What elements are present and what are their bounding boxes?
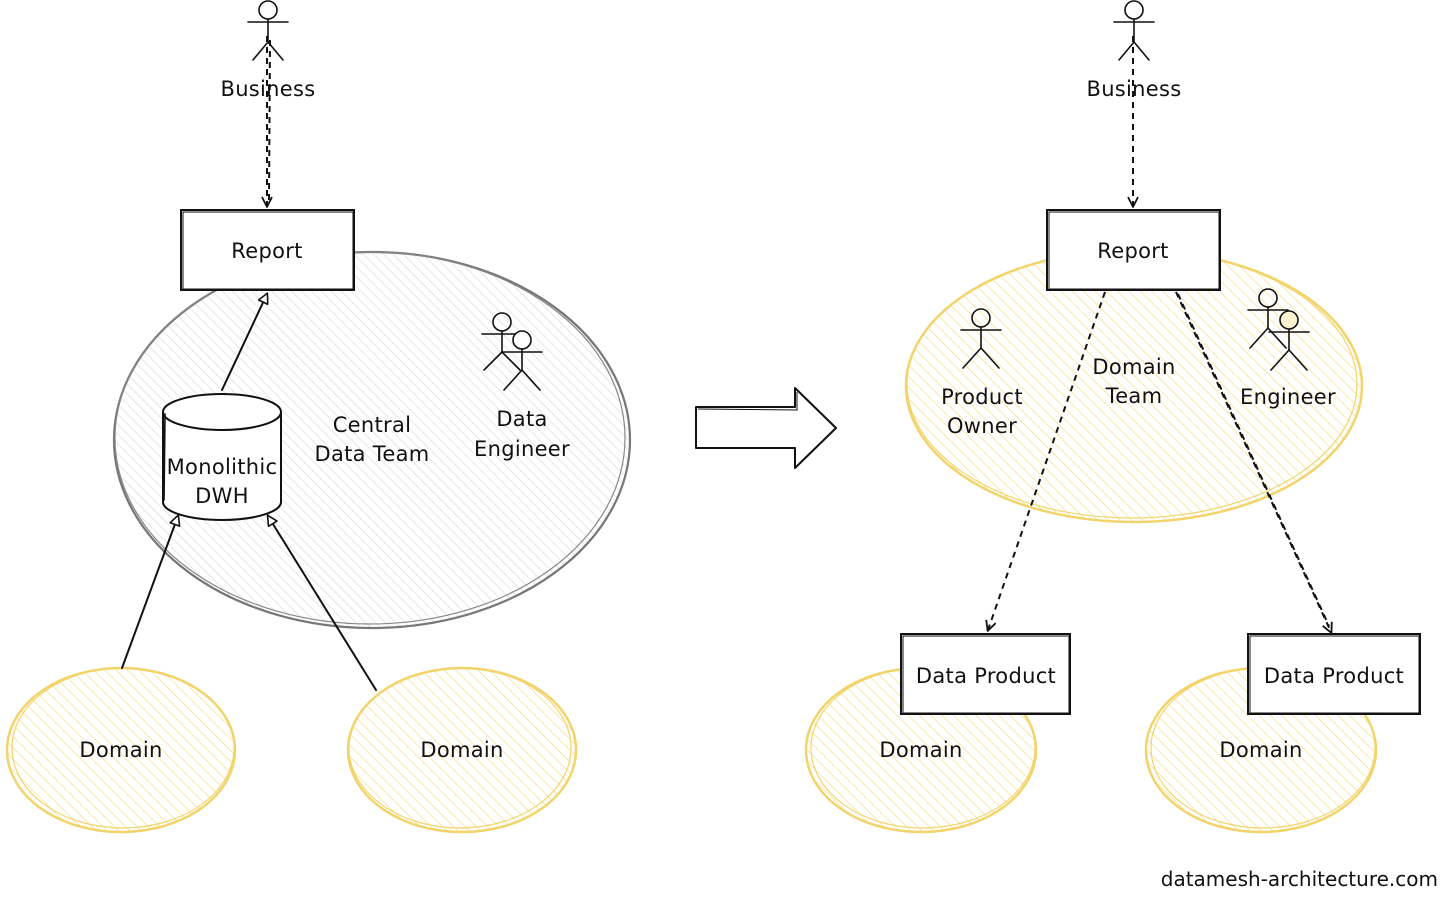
right-report-label: Report	[1097, 239, 1168, 263]
data-engineer-label-line1: Data	[496, 407, 547, 431]
cylinder-database-icon	[162, 393, 282, 521]
report-to-data-product-b-arrow-sketch	[1177, 293, 1330, 627]
dwh-to-report-arrow	[221, 292, 269, 391]
data-product-b-label: Data Product	[1264, 664, 1404, 688]
right-report-box	[1046, 209, 1221, 291]
central-team-label-line1: Central	[333, 413, 412, 437]
dwh-label-line1: Monolithic	[167, 455, 278, 479]
right-domain-a-label: Domain	[879, 738, 962, 762]
central-team-label-line2: Data Team	[314, 442, 429, 466]
right-domain-b-label: Domain	[1219, 738, 1302, 762]
data-product-a-label: Data Product	[916, 664, 1056, 688]
dwh-label-line2: DWH	[195, 484, 249, 508]
domain-team-label-line2: Team	[1105, 384, 1163, 408]
domain-b-to-dwh-arrow	[266, 514, 377, 691]
stick-figure-pair-icon	[1247, 288, 1310, 371]
product-owner-label-line1: Product	[941, 385, 1023, 409]
right-arrow-icon	[695, 387, 837, 469]
domain-a-to-dwh-arrow	[121, 514, 181, 669]
footer-url: datamesh-architecture.com	[1161, 867, 1438, 891]
report-to-data-product-a-arrow	[985, 291, 1106, 632]
product-owner-label-line2: Owner	[947, 414, 1017, 438]
left-report-label: Report	[231, 239, 302, 263]
data-product-a-box	[900, 633, 1071, 715]
data-product-b-box	[1247, 633, 1421, 715]
left-business-to-report-arrow-sketch	[268, 39, 271, 201]
left-domain-a-label: Domain	[79, 738, 162, 762]
left-report-box	[180, 209, 355, 291]
data-engineer-label-line2: Engineer	[474, 437, 570, 461]
engineer-label: Engineer	[1240, 385, 1336, 409]
left-domain-b	[346, 666, 578, 834]
stick-figure-pair-icon	[481, 312, 543, 391]
left-domain-b-label: Domain	[420, 738, 503, 762]
stick-figure-icon	[960, 308, 1002, 369]
domain-team-label-line1: Domain	[1092, 355, 1175, 379]
